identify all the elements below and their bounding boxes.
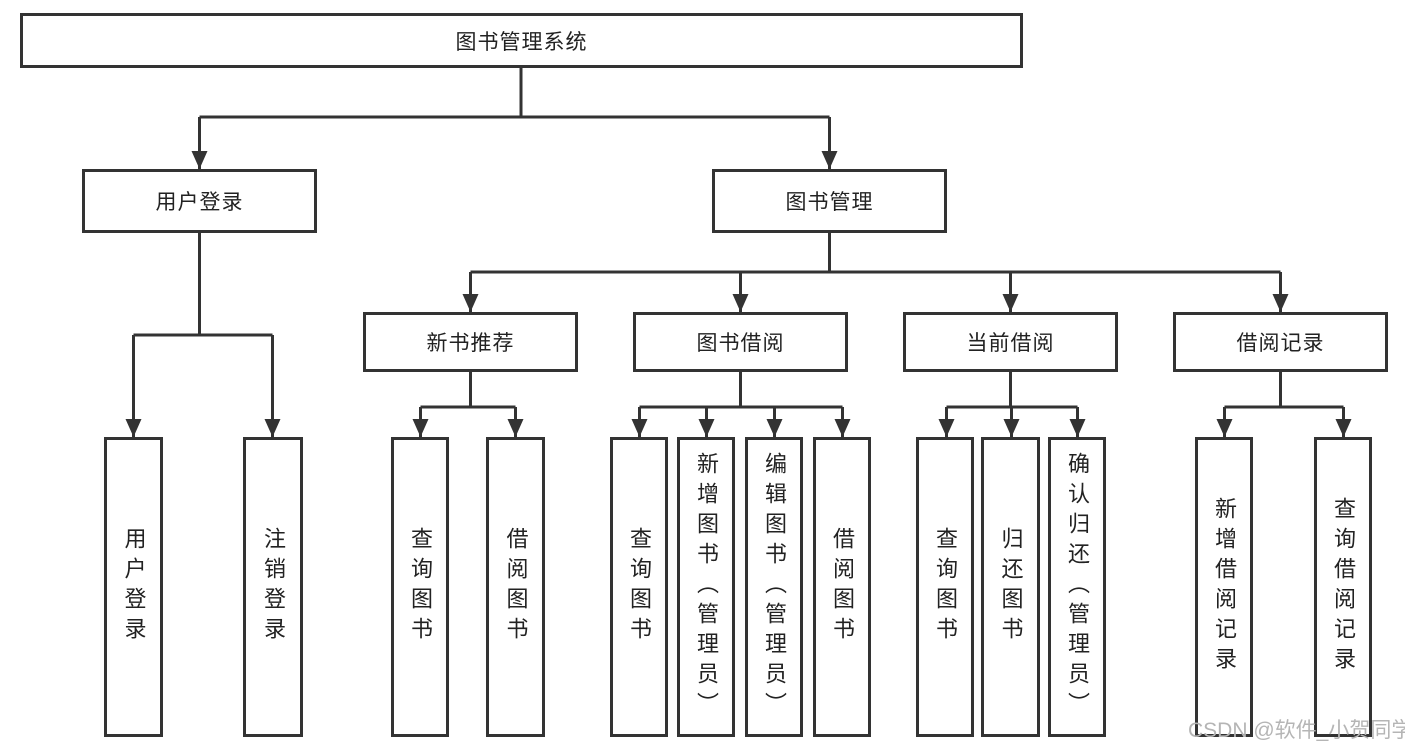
leaf-add-books-admin: 新增图书（管理员） (677, 437, 735, 737)
leaf-add-books-admin-label: 新增图书（管理员） (694, 452, 719, 722)
node-borrowing-records: 借阅记录 (1173, 312, 1388, 372)
connector-path (132, 68, 1345, 437)
node-user-login-branch-label: 用户登录 (155, 191, 244, 214)
leaf-query-borrow-record-label: 查询借阅记录 (1331, 497, 1356, 677)
leaf-borrow-books-label: 借阅图书 (830, 527, 855, 647)
leaf-confirm-return-admin: 确认归还（管理员） (1048, 437, 1106, 737)
arrowheads (125, 151, 1352, 437)
leaf-query-books-recommend: 查询图书 (391, 437, 449, 737)
leaf-add-borrow-record-label: 新增借阅记录 (1212, 497, 1237, 677)
leaf-query-books-borrowing-label: 查询图书 (627, 527, 652, 647)
leaf-borrow-books-recommend-label: 借阅图书 (503, 527, 529, 647)
node-borrowing-records-label: 借阅记录 (1236, 332, 1325, 355)
leaf-query-books-recommend-label: 查询图书 (408, 527, 433, 647)
leaf-return-books-label: 归还图书 (998, 527, 1024, 647)
node-new-book-recommend: 新书推荐 (363, 312, 578, 372)
node-root-system: 图书管理系统 (20, 13, 1023, 68)
leaf-edit-books-admin: 编辑图书（管理员） (745, 437, 803, 737)
node-root-label: 图书管理系统 (455, 30, 588, 54)
leaf-edit-books-admin-label: 编辑图书（管理员） (762, 452, 787, 722)
node-book-management: 图书管理 (712, 169, 947, 233)
leaf-borrow-books: 借阅图书 (813, 437, 871, 737)
leaf-query-borrow-record: 查询借阅记录 (1314, 437, 1372, 737)
leaf-add-borrow-record: 新增借阅记录 (1195, 437, 1253, 737)
watermark: CSDN @软件_小贺同学 (1188, 719, 1405, 742)
leaf-query-books-borrowing: 查询图书 (610, 437, 668, 737)
leaf-query-books-current: 查询图书 (916, 437, 974, 737)
leaf-user-login: 用户登录 (104, 437, 163, 737)
node-book-management-label: 图书管理 (785, 191, 874, 214)
node-current-borrowing-label: 当前借阅 (966, 332, 1055, 355)
node-book-borrowing: 图书借阅 (633, 312, 848, 372)
node-book-borrowing-label: 图书借阅 (696, 332, 785, 355)
leaf-borrow-books-recommend: 借阅图书 (486, 437, 545, 737)
leaf-user-login-label: 用户登录 (121, 527, 147, 647)
node-current-borrowing: 当前借阅 (903, 312, 1118, 372)
leaf-return-books: 归还图书 (981, 437, 1040, 737)
leaf-logout: 注销登录 (243, 437, 303, 737)
node-new-book-recommend-label: 新书推荐 (426, 332, 515, 355)
node-user-login-branch: 用户登录 (82, 169, 317, 233)
leaf-logout-label: 注销登录 (261, 527, 286, 647)
leaf-query-books-current-label: 查询图书 (933, 527, 958, 647)
leaf-confirm-return-admin-label: 确认归还（管理员） (1065, 452, 1090, 722)
